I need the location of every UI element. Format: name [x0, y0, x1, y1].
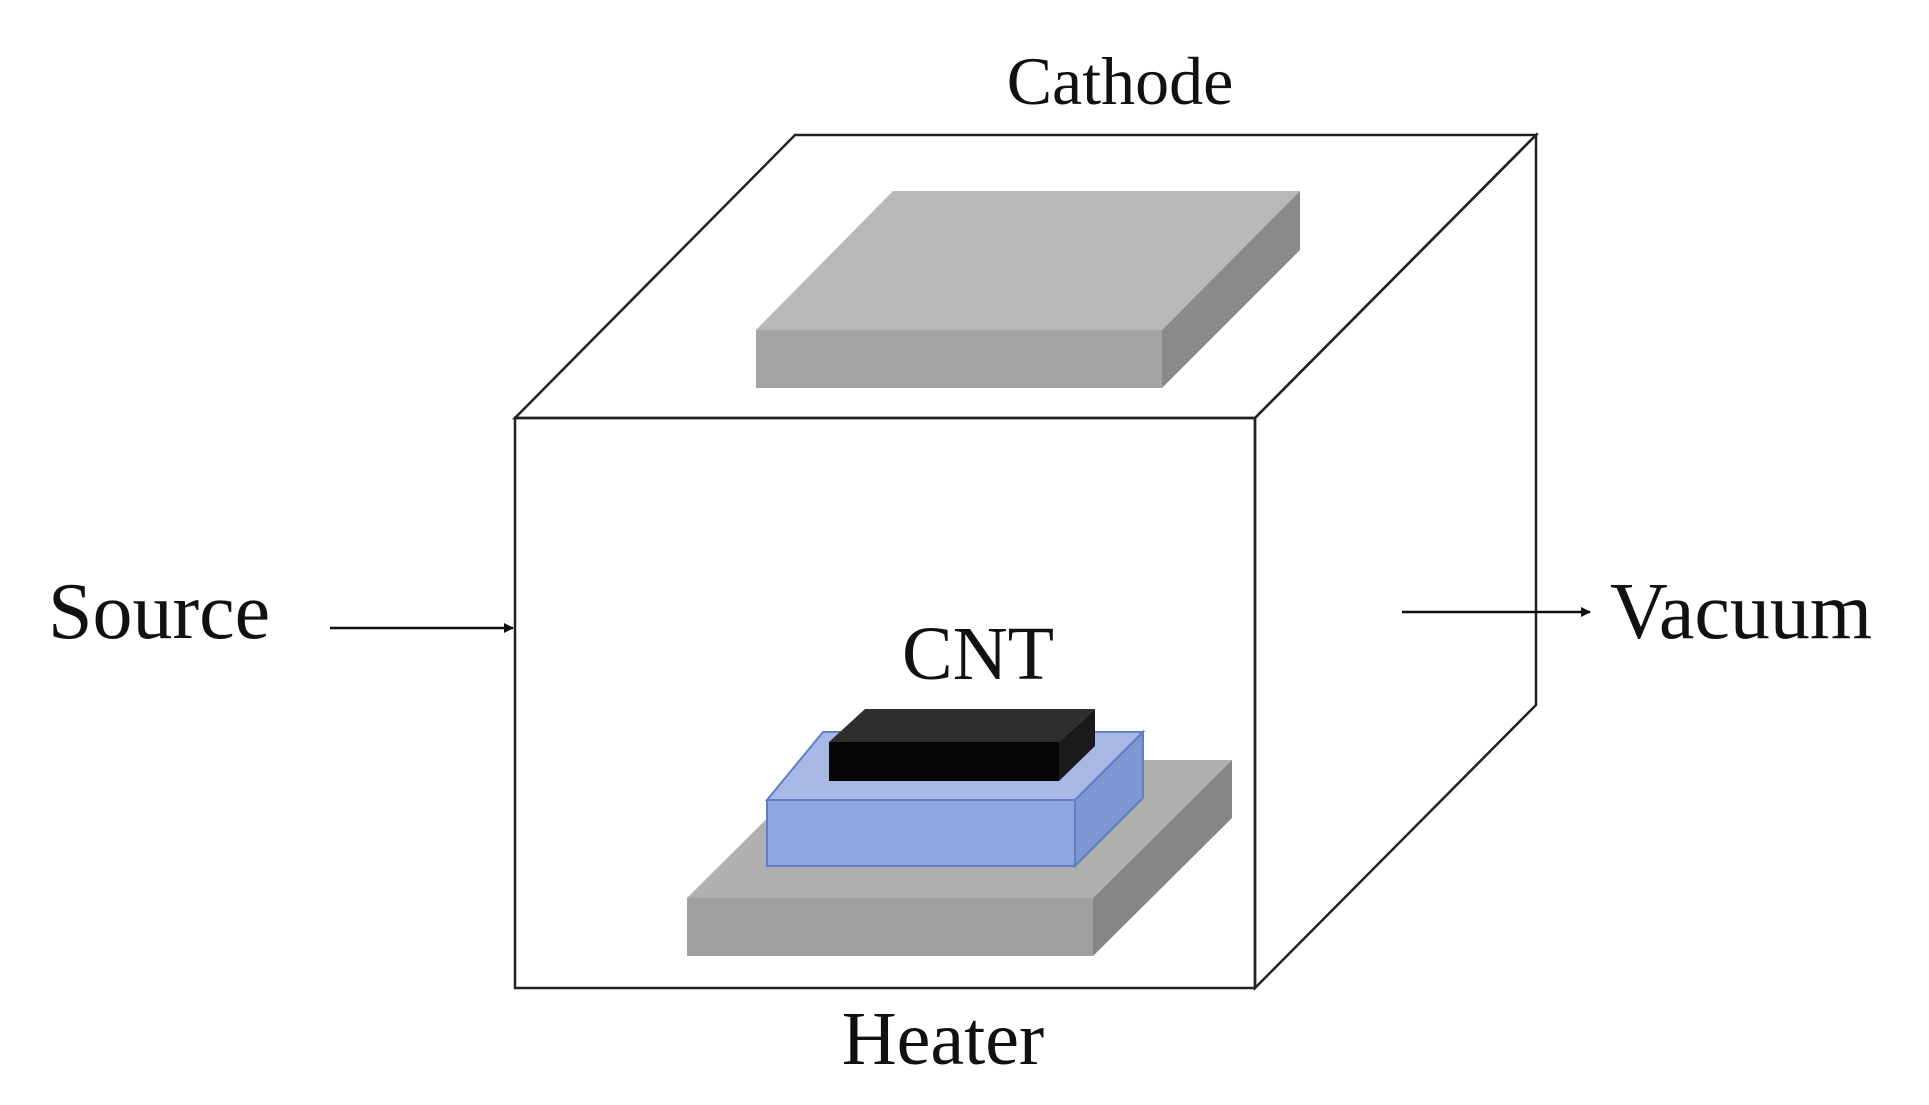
vacuum-label: Vacuum	[1610, 568, 1872, 656]
heater-side-face	[1093, 760, 1232, 956]
cnt-front-face	[829, 742, 1059, 781]
chamber-front-face	[513, 416, 1257, 990]
substrate-front-face	[766, 799, 1076, 867]
heater-label: Heater	[842, 997, 1045, 1081]
chamber-right-face	[1253, 131, 1538, 992]
cnt-side-face	[1059, 709, 1095, 781]
cnt-block	[829, 709, 1095, 781]
source-label: Source	[48, 568, 270, 656]
cnt-label: CNT	[902, 612, 1054, 696]
cathode-top-face	[756, 191, 1300, 330]
heater-front-face	[687, 898, 1093, 956]
cathode-side-face	[1162, 191, 1300, 388]
cnt-top-face	[829, 709, 1095, 742]
cathode-plate	[756, 191, 1300, 388]
cathode-label: Cathode	[1007, 43, 1234, 119]
cathode-front-face	[756, 330, 1162, 388]
vacuum-chamber	[512, 131, 1540, 992]
